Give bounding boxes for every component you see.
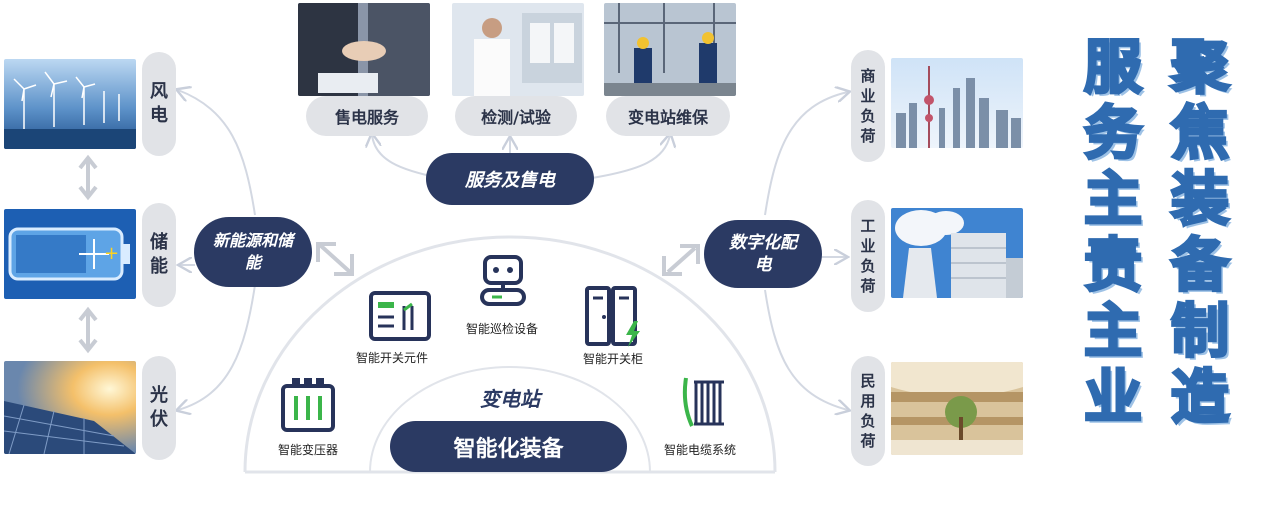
solar-label-char: 伏 xyxy=(150,409,168,430)
storage-label: 储 能 xyxy=(142,203,176,307)
commercial-load-label: 商 业 负 荷 xyxy=(851,50,885,162)
switch-component-text: 智能开关元件 xyxy=(356,351,429,365)
switch-cabinet-icon xyxy=(584,285,648,353)
residential-load-char: 荷 xyxy=(860,432,876,450)
slogan-char: 焦 xyxy=(1169,99,1230,168)
digital-distribution-hub: 数字化配电 xyxy=(704,220,822,288)
slogan-char: 造 xyxy=(1169,363,1230,432)
slogan-char: 业 xyxy=(1082,363,1143,432)
commercial-load-char: 业 xyxy=(860,87,876,105)
inspection-device-text: 智能巡检设备 xyxy=(466,322,539,336)
smart-equipment-banner: 智能化装备 xyxy=(390,421,627,472)
industrial-load-char: 负 xyxy=(860,257,876,275)
slogan-char: 主 xyxy=(1082,297,1143,366)
commercial-load-char: 负 xyxy=(860,107,876,125)
wind-label: 风 电 xyxy=(142,52,176,156)
testing-label: 检测/试验 xyxy=(455,96,577,136)
testing-text: 检测/试验 xyxy=(481,108,551,127)
digital-distribution-hub-text: 数字化配电 xyxy=(729,233,797,275)
slogan-char: 备 xyxy=(1169,231,1230,300)
cable-system-label: 智能电缆系统 xyxy=(664,441,736,458)
residential-load-label: 民 用 负 荷 xyxy=(851,356,885,466)
cable-system-icon xyxy=(682,374,730,434)
slogan-char: 聚 xyxy=(1169,33,1230,102)
service-sales-hub: 服务及售电 xyxy=(426,153,594,205)
transformer-icon xyxy=(280,376,336,438)
city-skyline-photo xyxy=(891,58,1023,148)
substation-maintenance-photo xyxy=(604,3,736,96)
residential-load-char: 民 xyxy=(860,372,876,390)
industrial-load-char: 荷 xyxy=(860,277,876,295)
wind-farm-photo xyxy=(4,59,136,149)
sales-service-label: 售电服务 xyxy=(306,96,428,136)
commercial-load-char: 商 xyxy=(860,67,876,85)
switch-component-label: 智能开关元件 xyxy=(356,349,428,366)
industrial-load-label: 工 业 负 荷 xyxy=(851,200,885,312)
solar-label-char: 光 xyxy=(150,385,168,406)
slogan-column-focus: 聚 焦 装 备 制 造 xyxy=(1164,33,1236,432)
substation-title: 变电站 xyxy=(460,383,560,412)
commercial-load-char: 荷 xyxy=(860,127,876,145)
service-sales-hub-text: 服务及售电 xyxy=(465,170,555,191)
solar-label: 光 伏 xyxy=(142,356,176,460)
residential-load-char: 用 xyxy=(860,392,876,410)
svg-text:+: + xyxy=(104,243,119,264)
residential-load-char: 负 xyxy=(860,412,876,430)
substation-maintenance-text: 变电站维保 xyxy=(627,108,708,127)
wind-label-char: 电 xyxy=(150,105,168,126)
shopping-mall-photo xyxy=(891,362,1023,455)
new-energy-hub-text: 新能源和储能 xyxy=(212,231,293,272)
storage-photo: + xyxy=(4,209,136,299)
sales-photo xyxy=(298,3,430,96)
transformer-label: 智能变压器 xyxy=(278,441,338,458)
cable-system-text: 智能电缆系统 xyxy=(664,443,737,457)
substation-maintenance-label: 变电站维保 xyxy=(606,96,730,136)
industrial-load-char: 业 xyxy=(860,237,876,255)
switch-component-icon xyxy=(368,290,432,346)
slogan-char: 责 xyxy=(1082,231,1143,300)
slogan-char: 主 xyxy=(1082,165,1143,234)
substation-title-text: 变电站 xyxy=(480,387,540,411)
storage-label-char: 储 xyxy=(150,232,168,253)
new-energy-hub: 新能源和储能 xyxy=(194,217,312,287)
slogan-char: 服 xyxy=(1082,33,1143,102)
industrial-plant-photo xyxy=(891,208,1023,298)
inspection-robot-icon xyxy=(478,254,528,314)
storage-label-char: 能 xyxy=(150,256,168,277)
switch-cabinet-text: 智能开关柜 xyxy=(583,352,644,366)
sales-service-text: 售电服务 xyxy=(334,108,399,127)
transformer-text: 智能变压器 xyxy=(278,443,339,457)
solar-photo xyxy=(4,361,136,454)
industrial-load-char: 工 xyxy=(860,217,876,235)
slogan-char: 制 xyxy=(1169,297,1230,366)
inspection-device-label: 智能巡检设备 xyxy=(466,320,538,337)
slogan-char: 装 xyxy=(1169,165,1230,234)
wind-label-char: 风 xyxy=(150,81,168,102)
slogan-char: 务 xyxy=(1082,99,1143,168)
smart-equipment-text: 智能化装备 xyxy=(453,436,564,462)
slogan-column-service: 服 务 主 责 主 业 xyxy=(1077,33,1149,432)
switch-cabinet-label: 智能开关柜 xyxy=(583,350,643,367)
testing-photo xyxy=(452,3,584,96)
